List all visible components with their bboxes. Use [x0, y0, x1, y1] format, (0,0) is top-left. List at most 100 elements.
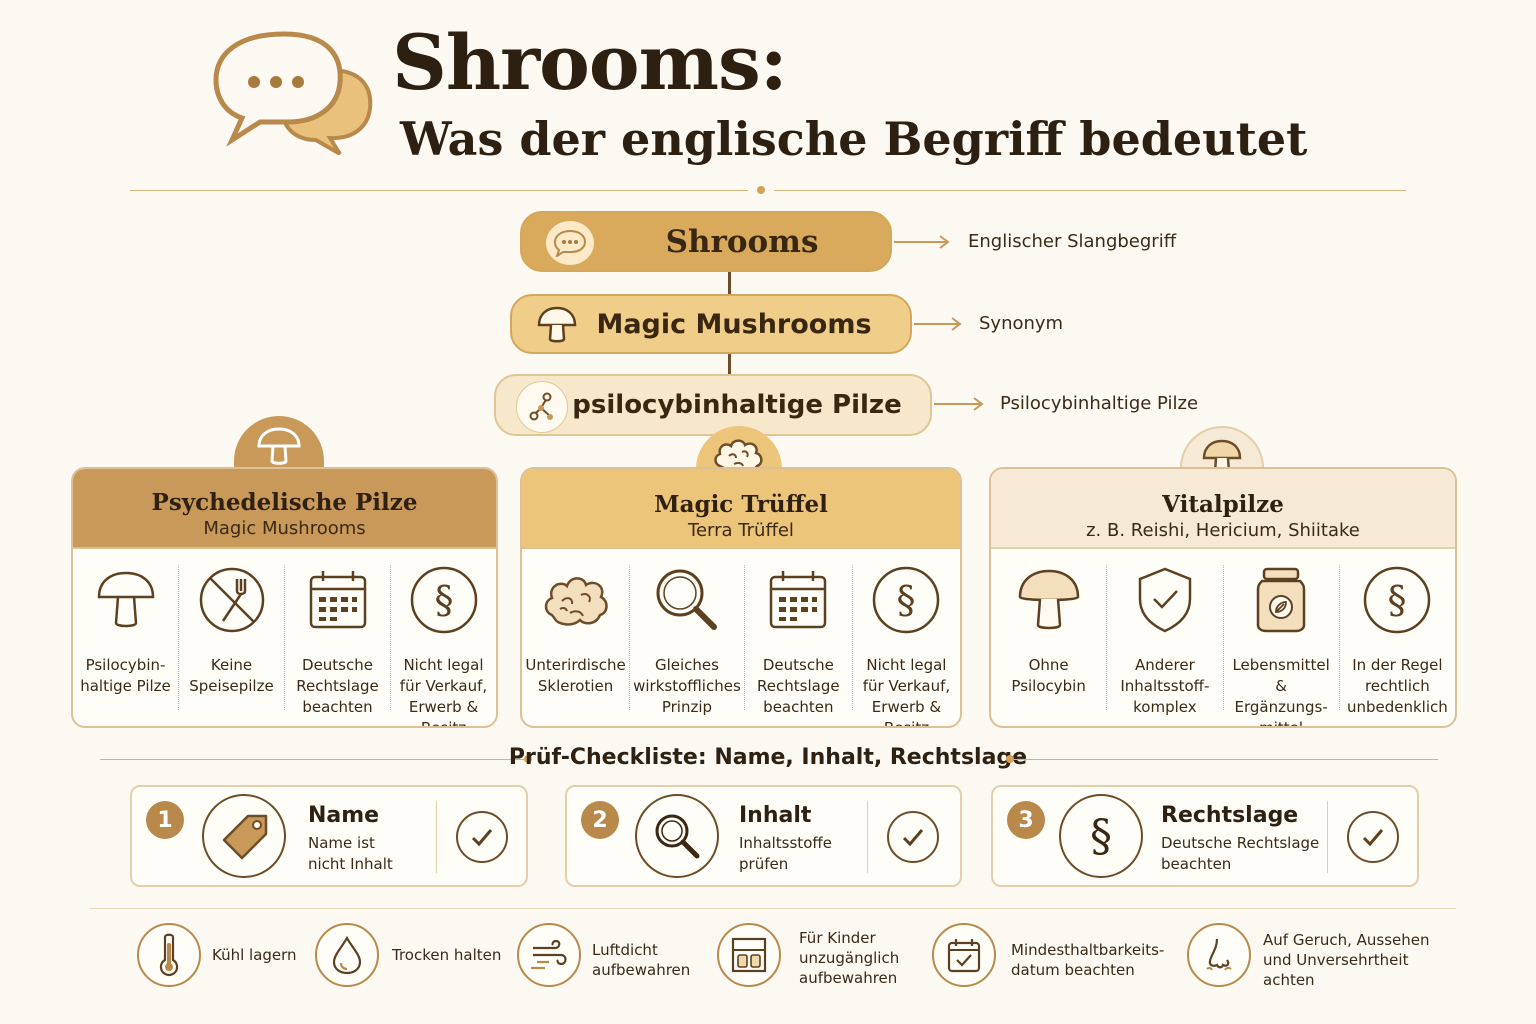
wind-icon	[517, 923, 581, 987]
check-title: Inhalt	[739, 803, 812, 828]
svg-text:§: §	[1388, 578, 1407, 622]
feature-item: Deutsche Rechtslage beachten	[745, 565, 853, 716]
check-title: Rechtslage	[1161, 803, 1299, 828]
feature-label: Nicht legal für Verkauf, Erwerb & Besitz	[862, 656, 951, 728]
feature-label: Unterirdische Sklerotien	[525, 656, 626, 695]
category-title: Vitalpilze	[1162, 491, 1284, 518]
page-title: Shrooms:	[392, 18, 788, 107]
checkmark-icon	[1347, 811, 1399, 863]
feature-item: § In der Regel rechtlich unbedenklich	[1340, 565, 1455, 716]
check-desc: Deutsche Rechtslage beachten	[1161, 834, 1320, 873]
arrow-icon	[894, 235, 950, 249]
mushroom-icon	[97, 571, 154, 628]
speech-bubbles-icon	[212, 30, 377, 156]
divider-left	[130, 190, 748, 191]
check-separator	[867, 801, 868, 873]
check-separator	[436, 801, 437, 873]
page-subtitle: Was der englische Begriff bedeutet	[400, 112, 1308, 166]
feature-item: Ohne Psilocybin	[991, 565, 1108, 710]
svg-text:§: §	[434, 578, 453, 622]
feature-label: Anderer Inhaltsstoff- komplex	[1120, 656, 1210, 716]
tip-label: Auf Geruch, Aussehen und Unversehrtheit …	[1263, 931, 1430, 989]
hierarchy-annotation: Synonym	[979, 313, 1064, 334]
calendar-icon	[309, 571, 366, 629]
checklist-divider-right	[1014, 759, 1438, 760]
divider-dot	[757, 186, 765, 194]
feature-label: Nicht legal für Verkauf, Erwerb & Besitz	[399, 656, 488, 728]
cabinet-icon	[717, 923, 781, 987]
nose-icon	[1187, 923, 1251, 987]
category-title: Psychedelische Pilze	[151, 489, 418, 516]
calendar-icon	[770, 571, 827, 629]
category-badge	[234, 416, 324, 472]
hierarchy-magic-mushrooms: Magic Mushrooms	[510, 294, 912, 354]
arrow-icon	[914, 317, 962, 331]
check-separator	[1327, 801, 1328, 873]
feature-label: Keine Speisepilze	[189, 656, 274, 695]
feature-item: Lebensmittel & Ergänzungs- mittel	[1224, 565, 1340, 726]
magnifier-icon	[635, 794, 719, 878]
truffle-icon	[714, 439, 763, 473]
jar-icon	[1256, 567, 1306, 633]
molecule-icon	[516, 381, 568, 433]
feature-label: Ohne Psilocybin	[1011, 656, 1086, 695]
category-subtitle: z. B. Reishi, Hericium, Shiitake	[1086, 520, 1360, 541]
category-card-truffle: Magic Trüffel Terra Trüffel Unterirdisch…	[520, 467, 962, 728]
svg-text:§: §	[1090, 811, 1112, 862]
mushroom-icon	[257, 427, 301, 465]
truffle-icon	[544, 577, 608, 626]
category-card-vital: Vitalpilze z. B. Reishi, Hericium, Shiit…	[989, 467, 1457, 728]
checklist-dot	[1006, 755, 1014, 763]
category-header: Magic Trüffel Terra Trüffel	[522, 469, 960, 549]
paragraph-icon: §	[1059, 794, 1143, 878]
arrow-icon	[934, 397, 984, 411]
magnifier-icon	[656, 569, 717, 630]
check-title: Name	[308, 803, 380, 828]
hierarchy-shrooms: Shrooms	[520, 211, 892, 272]
calendar-check-icon	[932, 923, 996, 987]
shield-check-icon	[1138, 567, 1192, 633]
category-header: Psychedelische Pilze Magic Mushrooms	[73, 469, 496, 549]
check-desc: Name ist nicht Inhalt	[308, 834, 393, 873]
tip-label: Kühl lagern	[212, 946, 297, 964]
feature-item: Anderer Inhaltsstoff- komplex	[1107, 565, 1224, 716]
step-number: 3	[1007, 801, 1045, 839]
feature-label: Lebensmittel & Ergänzungs- mittel	[1232, 656, 1330, 728]
feature-item: Keine Speisepilze	[179, 565, 285, 710]
checklist-divider-left	[100, 759, 526, 760]
hierarchy-annotation: Englischer Slangbegriff	[968, 231, 1177, 252]
hierarchy-psilocybin: psilocybinhaltige Pilze	[494, 374, 932, 436]
paragraph-icon: §	[410, 566, 477, 634]
thermometer-icon	[137, 923, 201, 987]
feature-item: § Nicht legal für Verkauf, Erwerb & Besi…	[391, 565, 496, 726]
mushroom-icon	[534, 302, 580, 348]
category-card-psychedelic: Psychedelische Pilze Magic Mushrooms Psi…	[71, 467, 498, 728]
hierarchy-label: Magic Mushrooms	[596, 308, 872, 340]
hierarchy-label: Shrooms	[665, 223, 819, 260]
drop-icon	[315, 923, 379, 987]
tip-label: Trocken halten	[392, 946, 502, 964]
checklist-title: Prüf-Checkliste: Name, Inhalt, Rechtslag…	[508, 745, 1028, 770]
checkmark-icon	[887, 811, 939, 863]
step-number: 1	[146, 801, 184, 839]
checklist-item-name: 1 Name Name ist nicht Inhalt	[130, 785, 528, 887]
tip-label: Luftdicht aufbewahren	[592, 941, 691, 979]
feature-label: In der Regel rechtlich unbedenklich	[1346, 656, 1448, 716]
check-desc: Inhaltsstoffe prüfen	[739, 834, 832, 873]
category-header: Vitalpilze z. B. Reishi, Hericium, Shiit…	[991, 469, 1455, 549]
divider-right	[774, 190, 1406, 191]
feature-label: Deutsche Rechtslage beachten	[757, 656, 840, 716]
checklist-item-legal: 3 § Rechtslage Deutsche Rechtslage beach…	[991, 785, 1419, 887]
speech-bubble-icon	[546, 221, 594, 265]
feature-label: Deutsche Rechtslage beachten	[296, 656, 379, 716]
tips-divider	[90, 908, 1456, 909]
feature-item: Psilocybin- haltige Pilze	[73, 565, 179, 710]
feature-label: Psilocybin- haltige Pilze	[80, 656, 171, 695]
feature-item: Deutsche Rechtslage beachten	[285, 565, 391, 716]
mushroom-icon	[1018, 569, 1079, 630]
feature-item: § Nicht legal für Verkauf, Erwerb & Besi…	[853, 565, 960, 726]
hierarchy-label: psilocybinhaltige Pilze	[572, 390, 902, 420]
tip-label: Für Kinder unzugänglich aufbewahren	[799, 929, 900, 987]
feature-label: Gleiches wirkstoffliches Prinzip	[633, 656, 741, 716]
feature-item: Unterirdische Sklerotien	[522, 565, 631, 710]
